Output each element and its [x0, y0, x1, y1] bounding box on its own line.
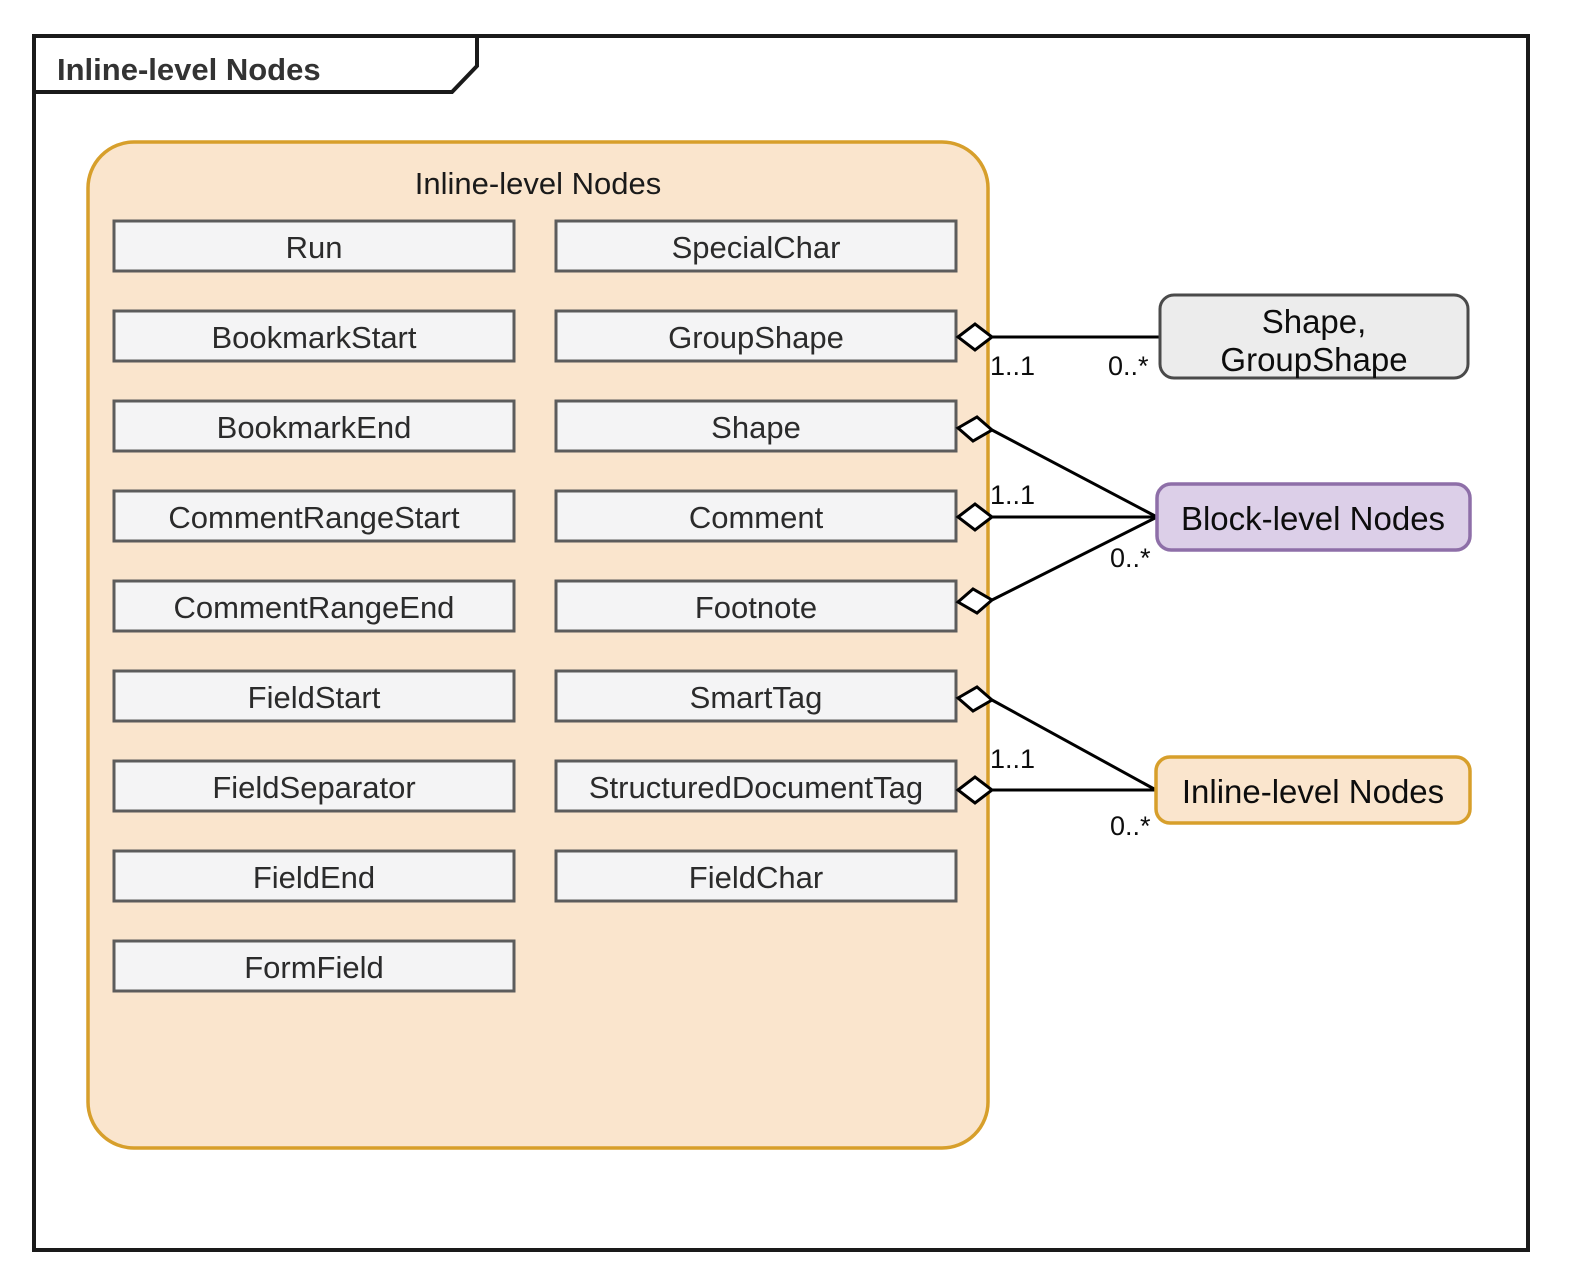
external-node-block-level-nodes[interactable]: Block-level Nodes [1155, 482, 1472, 552]
aggregation-diamond-icon [955, 587, 995, 615]
multiplicity-label-groupshape-source: 1..1 [990, 351, 1035, 381]
list-item: FormField [112, 939, 516, 993]
aggregation-diamond-icon [955, 415, 995, 443]
list-item: GroupShape [554, 309, 958, 363]
list-item: FieldChar [554, 849, 958, 903]
list-item: SpecialChar [554, 219, 958, 273]
item-box-fieldseparator[interactable] [112, 759, 516, 813]
multiplicity-label-inline-target: 0..* [1110, 811, 1151, 841]
item-label: Run [286, 230, 343, 265]
multiplicity-label-groupshape-target: 0..* [1108, 351, 1149, 381]
assoc-line-footnote [991, 515, 1158, 602]
item-label: StructuredDocumentTag [589, 770, 923, 805]
list-item: Run [112, 219, 516, 273]
aggregation-diamond-icon [955, 685, 995, 713]
item-label: Comment [689, 500, 824, 535]
external-node-label-line1: Block-level Nodes [1181, 500, 1445, 537]
item-box-commentrangestart[interactable] [112, 489, 516, 543]
item-label: BookmarkStart [211, 320, 416, 355]
aggregation-diamond-icon [955, 322, 995, 352]
list-item: FieldStart [112, 669, 516, 723]
external-node-box[interactable] [1155, 482, 1472, 552]
list-item: SmartTag [554, 669, 958, 723]
item-label: FieldEnd [253, 860, 375, 895]
item-label: FieldSeparator [212, 770, 415, 805]
package-container [86, 140, 990, 1150]
external-node-label-line1: Shape, [1262, 303, 1367, 340]
item-box-specialchar[interactable] [554, 219, 958, 273]
item-box-fieldstart[interactable] [112, 669, 516, 723]
association-lines [991, 335, 1160, 792]
frame-outline [32, 34, 1530, 1252]
aggregation-diamonds [955, 322, 995, 805]
list-item: FieldEnd [112, 849, 516, 903]
item-box-bookmarkstart[interactable] [112, 309, 516, 363]
multiplicity-label-block-source: 1..1 [990, 480, 1035, 510]
item-box-fieldchar[interactable] [554, 849, 958, 903]
list-item: Footnote [554, 579, 958, 633]
external-node-label-line2: GroupShape [1220, 341, 1407, 378]
item-box-groupshape[interactable] [554, 309, 958, 363]
list-item: FieldSeparator [112, 759, 516, 813]
frame-title-tab [34, 34, 479, 94]
left-column-group: Run BookmarkStart BookmarkEnd CommentRan… [112, 219, 516, 993]
aggregation-diamond-icon [955, 775, 995, 805]
item-label: SmartTag [690, 680, 823, 715]
item-label: GroupShape [668, 320, 844, 355]
list-item: BookmarkEnd [112, 399, 516, 453]
item-label: CommentRangeStart [168, 500, 460, 535]
item-label: BookmarkEnd [217, 410, 412, 445]
multiplicity-label-block-target: 0..* [1110, 543, 1151, 573]
list-item: CommentRangeStart [112, 489, 516, 543]
item-box-comment[interactable] [554, 489, 958, 543]
external-node-inline-level-nodes[interactable]: Inline-level Nodes [1154, 755, 1472, 825]
frame-title-label: Inline-level Nodes [57, 52, 321, 87]
item-box-shape[interactable] [554, 399, 958, 453]
item-label: SpecialChar [672, 230, 841, 265]
list-item: Shape [554, 399, 958, 453]
list-item: BookmarkStart [112, 309, 516, 363]
aggregation-diamond-icon [955, 502, 995, 532]
item-label: Shape [711, 410, 801, 445]
item-label: Footnote [695, 590, 817, 625]
item-label: FormField [244, 950, 384, 985]
item-box-fieldend[interactable] [112, 849, 516, 903]
external-node-box[interactable] [1158, 293, 1470, 380]
item-label: FieldChar [689, 860, 823, 895]
item-box-bookmarkend[interactable] [112, 399, 516, 453]
package-title-label: Inline-level Nodes [415, 166, 661, 201]
external-node-label-line1: Inline-level Nodes [1182, 773, 1444, 810]
multiplicity-labels: 1..1 0..* 1..1 0..* 1..1 0..* [990, 351, 1151, 841]
item-label: CommentRangeEnd [174, 590, 455, 625]
item-label: FieldStart [248, 680, 381, 715]
list-item: Comment [554, 489, 958, 543]
external-node-shape-groupshape[interactable]: Shape, GroupShape [1158, 293, 1470, 380]
item-box-structureddocumenttag[interactable] [554, 759, 958, 813]
assoc-line-shape [991, 428, 1158, 519]
item-box-smarttag[interactable] [554, 669, 958, 723]
assoc-line-smarttag [991, 698, 1157, 792]
multiplicity-label-inline-source: 1..1 [990, 744, 1035, 774]
right-column-group: SpecialChar GroupShape Shape Comment Foo… [554, 219, 958, 903]
item-box-commentrangeend[interactable] [112, 579, 516, 633]
item-box-run[interactable] [112, 219, 516, 273]
item-box-formfield[interactable] [112, 939, 516, 993]
item-box-footnote[interactable] [554, 579, 958, 633]
list-item: StructuredDocumentTag [554, 759, 958, 813]
list-item: CommentRangeEnd [112, 579, 516, 633]
external-node-box[interactable] [1154, 755, 1472, 825]
